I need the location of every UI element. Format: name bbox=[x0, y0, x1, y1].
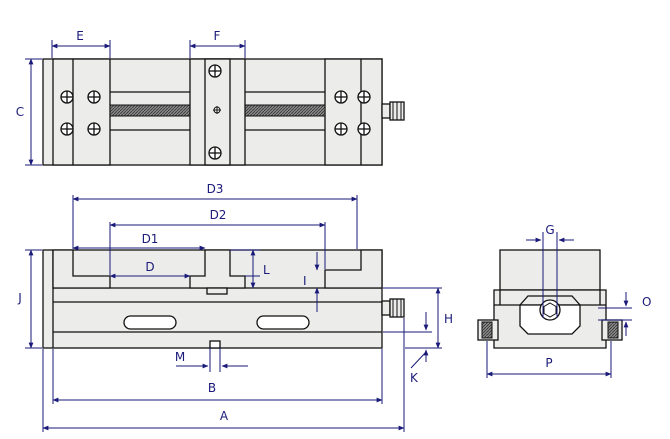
top-view-end-plate bbox=[324, 58, 383, 166]
dim-label-L: L bbox=[263, 263, 270, 277]
side-view-jaw bbox=[499, 249, 601, 291]
bolt-icon bbox=[357, 90, 371, 104]
front-end-jaw bbox=[324, 249, 383, 289]
side-view: G O P bbox=[477, 223, 651, 378]
top-view-fixed-jaw bbox=[52, 58, 111, 166]
dim-label-D1: D1 bbox=[142, 232, 159, 246]
bolt-icon bbox=[334, 122, 348, 136]
dim-label-I: I bbox=[303, 274, 307, 288]
leadscrew-right bbox=[244, 104, 326, 117]
dim-label-F: F bbox=[214, 29, 221, 43]
dim-label-G: G bbox=[545, 223, 554, 237]
front-view: D3 D2 D1 D L I J H K bbox=[17, 182, 453, 432]
dim-label-D: D bbox=[145, 260, 154, 274]
dim-label-P: P bbox=[545, 356, 552, 370]
dim-label-H: H bbox=[444, 312, 453, 326]
bolt-icon bbox=[60, 122, 74, 136]
dim-label-D2: D2 bbox=[210, 208, 227, 222]
dim-label-E: E bbox=[76, 29, 84, 43]
bolt-icon bbox=[87, 90, 101, 104]
key-slot bbox=[209, 340, 221, 349]
bolt-icon bbox=[357, 122, 371, 136]
bolt-icon bbox=[208, 64, 222, 78]
dim-label-A: A bbox=[220, 409, 229, 423]
dim-label-M: M bbox=[175, 350, 185, 364]
bolt-icon bbox=[60, 90, 74, 104]
front-handle-stub bbox=[381, 300, 391, 316]
bolt-icon bbox=[87, 122, 101, 136]
bolt-icon bbox=[334, 90, 348, 104]
dim-label-J: J bbox=[17, 291, 22, 305]
top-view: E F C bbox=[16, 29, 405, 166]
t-slot-left bbox=[123, 315, 177, 330]
dim-label-O: O bbox=[642, 295, 651, 309]
dim-label-B: B bbox=[208, 381, 216, 395]
handle-stub bbox=[381, 103, 391, 119]
bolt-icon bbox=[208, 146, 222, 160]
leadscrew-left bbox=[109, 104, 191, 117]
dim-label-D3: D3 bbox=[207, 182, 224, 196]
dim-label-K: K bbox=[410, 371, 419, 385]
t-slot-right bbox=[256, 315, 310, 330]
dim-label-C: C bbox=[16, 105, 24, 119]
